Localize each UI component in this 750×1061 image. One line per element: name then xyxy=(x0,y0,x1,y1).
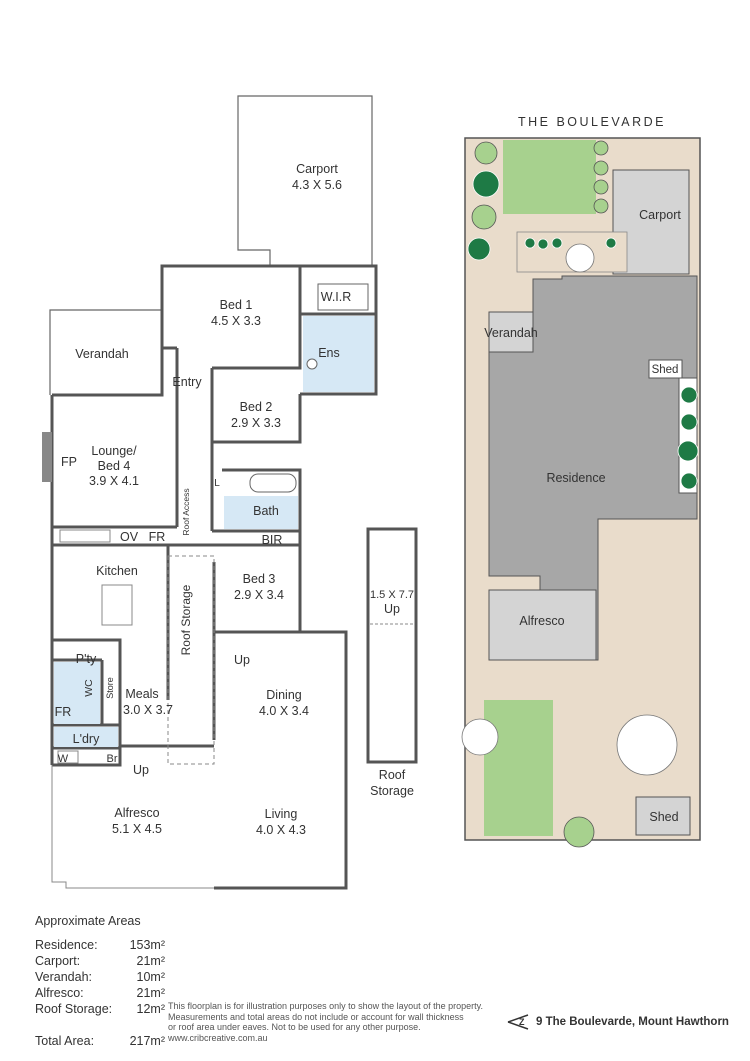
address-label: 9 The Boulevarde, Mount Hawthorn xyxy=(536,1016,729,1028)
area-value: 153m² xyxy=(129,938,165,952)
dining-label: Dining xyxy=(266,688,301,702)
area-row: Residence: 153m² xyxy=(35,937,165,953)
kitchen-label: Kitchen xyxy=(96,564,138,578)
living-label: Living xyxy=(265,807,298,821)
street-label: THE BOULEVARDE xyxy=(518,115,666,129)
area-value: 21m² xyxy=(136,954,165,968)
lounge-label: Lounge/ xyxy=(91,444,137,458)
washer-icon xyxy=(57,750,79,764)
wc-label: WC xyxy=(83,679,95,697)
fp-label: FP xyxy=(61,455,77,469)
bath-tiles xyxy=(224,496,298,529)
ensuite-tiles xyxy=(303,316,374,392)
ov-label: OV xyxy=(120,530,139,544)
site-shed-top-label: Shed xyxy=(652,364,679,376)
area-total-row: Total Area: 217m² xyxy=(35,1033,165,1049)
verandah-label: Verandah xyxy=(75,347,129,361)
area-label: Carport: xyxy=(35,954,81,968)
storage-label-1: Roof xyxy=(379,768,406,782)
area-row: Verandah: 10m² xyxy=(35,969,165,985)
north-arrow-icon: Z xyxy=(507,1014,529,1030)
site-alfresco-label: Alfresco xyxy=(519,614,564,628)
ens-label: Ens xyxy=(318,346,340,360)
bir-label: BIR xyxy=(262,533,283,547)
disclaimer-line: This floorplan is for illustration purpo… xyxy=(168,1001,483,1011)
wir-box xyxy=(317,283,369,311)
area-value: 12m² xyxy=(136,1002,165,1016)
bath-label: Bath xyxy=(253,504,279,518)
storage-label-2: Storage xyxy=(370,784,414,798)
meals-dims: 3.0 X 3.7 xyxy=(123,703,173,717)
carport-dims: 4.3 X 5.6 xyxy=(292,178,342,192)
total-label: Total Area: xyxy=(35,1034,95,1048)
alfresco-dims: 5.1 X 4.5 xyxy=(112,822,162,836)
toilet-icon xyxy=(306,358,318,370)
meals-label: Meals xyxy=(125,687,158,701)
storage-dims: 1.5 X 7.7 xyxy=(370,589,414,601)
roof-access-label: Roof Access xyxy=(181,488,191,535)
address-block: Z 9 The Boulevarde, Mount Hawthorn xyxy=(506,1013,729,1031)
disclaimer: This floorplan is for illustration purpo… xyxy=(168,1001,498,1043)
site-carport-label: Carport xyxy=(639,208,681,222)
lounge-dims: 3.9 X 4.1 xyxy=(89,474,139,488)
pty-label: P'ty xyxy=(76,652,97,666)
ldry-label: L'dry xyxy=(73,732,100,746)
living-dims: 4.0 X 4.3 xyxy=(256,823,306,837)
fr-label: FR xyxy=(149,530,166,544)
area-value: 21m² xyxy=(136,986,165,1000)
website-link[interactable]: www.cribcreative.com.au xyxy=(168,1032,268,1043)
entry-label: Entry xyxy=(172,375,202,389)
up-alfresco-label: Up xyxy=(133,763,149,777)
store-label: Store xyxy=(105,677,115,699)
roof-storage-corridor-label: Roof Storage xyxy=(179,584,193,655)
fireplace-icon xyxy=(42,432,52,482)
lounge-label-2: Bed 4 xyxy=(98,459,131,473)
bathtub-icon xyxy=(249,473,297,493)
site-shed-bottom-label: Shed xyxy=(649,810,678,824)
bed3-dims: 2.9 X 3.4 xyxy=(234,588,284,602)
disclaimer-line: or roof area under eaves. Not to be used… xyxy=(168,1022,421,1032)
area-row: Carport: 21m² xyxy=(35,953,165,969)
storage-up-label: Up xyxy=(384,602,400,616)
bed2-dims: 2.9 X 3.3 xyxy=(231,416,281,430)
area-row: Roof Storage: 12m² xyxy=(35,1001,165,1017)
site-trees xyxy=(461,140,699,848)
bed2-label: Bed 2 xyxy=(240,400,273,414)
carport-label: Carport xyxy=(296,162,338,176)
wir-label: W.I.R xyxy=(321,290,352,304)
br-label: Br xyxy=(107,753,118,765)
site-verandah-label: Verandah xyxy=(484,326,538,340)
approximate-areas: Approximate Areas Residence: 153m² Carpor… xyxy=(35,914,165,1049)
bed1-label: Bed 1 xyxy=(220,298,253,312)
w-label: W xyxy=(58,753,69,765)
alfresco-label: Alfresco xyxy=(114,806,159,820)
dining-dims: 4.0 X 3.4 xyxy=(259,704,309,718)
linen-label: L xyxy=(214,478,220,489)
bed1-dims: 4.5 X 3.3 xyxy=(211,314,261,328)
site-residence-label: Residence xyxy=(546,471,605,485)
total-value: 217m² xyxy=(129,1034,165,1048)
area-value: 10m² xyxy=(136,970,165,984)
floorplan-outline xyxy=(49,95,373,395)
up-dining-label: Up xyxy=(234,653,250,667)
laundry-tiles xyxy=(54,727,118,747)
alfresco-outline xyxy=(51,555,215,889)
wc-tiles xyxy=(54,662,100,724)
cooktop-icon xyxy=(59,529,111,543)
disclaimer-line: Measurements and total areas do not incl… xyxy=(168,1011,464,1022)
roof-storage-outline xyxy=(366,527,418,764)
island-bench xyxy=(101,584,133,626)
area-label: Residence: xyxy=(35,938,98,952)
fr-laundry-label: FR xyxy=(55,705,72,719)
svg-text:Z: Z xyxy=(519,1017,525,1027)
area-label: Roof Storage: xyxy=(35,1002,113,1016)
area-label: Alfresco: xyxy=(35,986,84,1000)
bed3-label: Bed 3 xyxy=(243,572,276,586)
area-row: Alfresco: 21m² xyxy=(35,985,165,1001)
areas-title: Approximate Areas xyxy=(35,914,141,928)
area-label: Verandah: xyxy=(35,970,92,984)
